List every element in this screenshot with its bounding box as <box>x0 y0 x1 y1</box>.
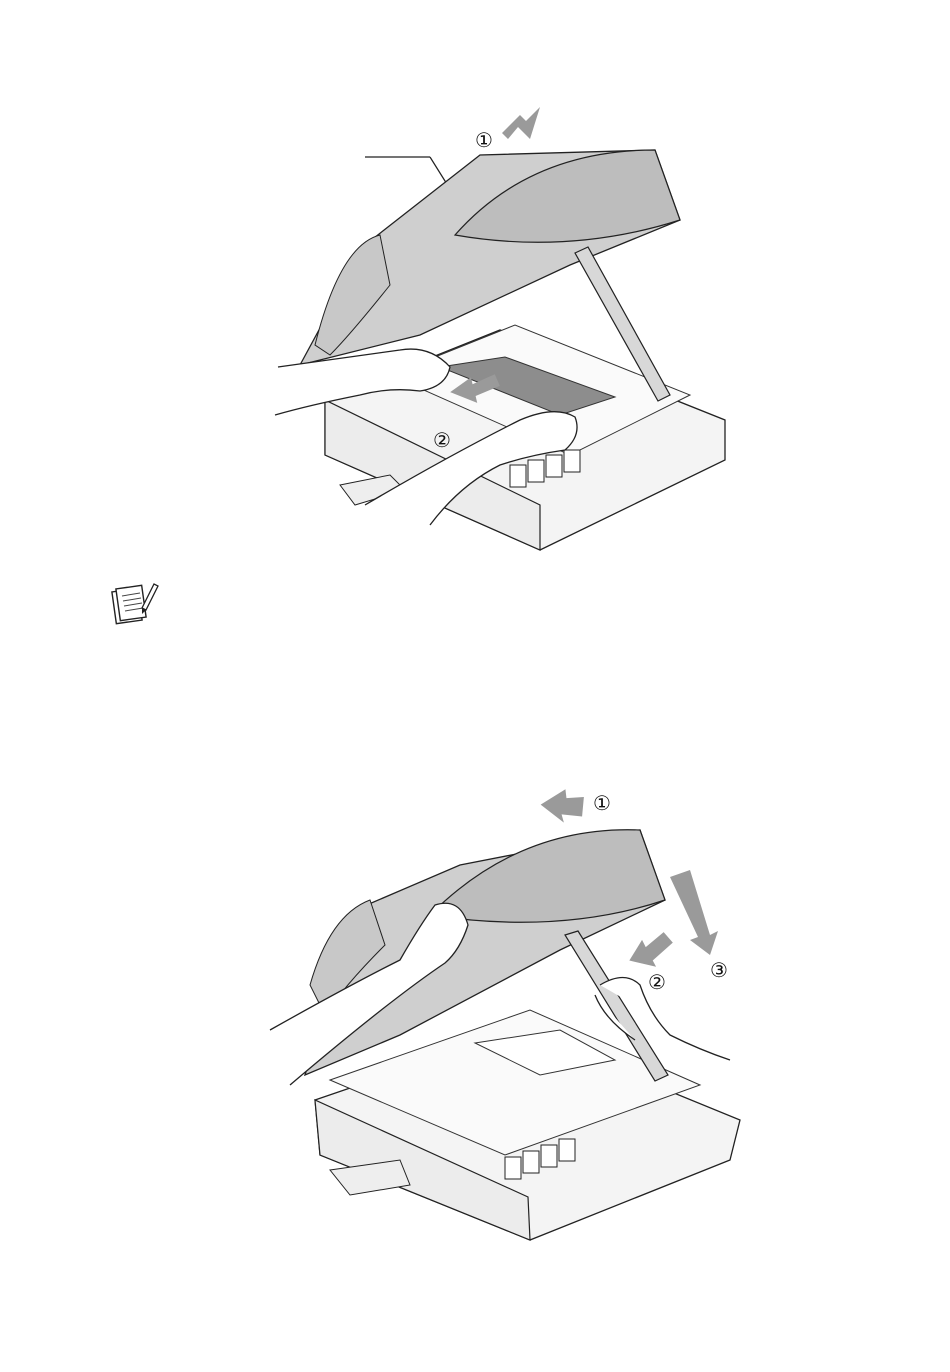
printer-open-cover-drawing: ① ② <box>270 95 740 565</box>
arrow-push-arm-icon <box>624 930 678 974</box>
note-pad-pencil-icon <box>108 578 160 628</box>
step-3-label: ③ <box>710 958 728 982</box>
step-1-label: ① <box>475 128 493 152</box>
step-1-label: ① <box>593 791 611 815</box>
arrow-lift-cover-icon <box>538 783 589 828</box>
arrow-lift-cover-icon <box>502 107 540 139</box>
output-tray <box>330 1160 410 1195</box>
step-2-label: ② <box>433 428 451 452</box>
printer-close-cover-drawing: ① ② ③ <box>260 785 750 1305</box>
illustration-close-scanner-cover: ① ② ③ <box>260 785 750 1305</box>
step-2-label: ② <box>648 970 666 994</box>
illustration-clear-paper-jam: ① ② <box>270 95 740 565</box>
arrow-close-cover-icon <box>670 870 718 955</box>
